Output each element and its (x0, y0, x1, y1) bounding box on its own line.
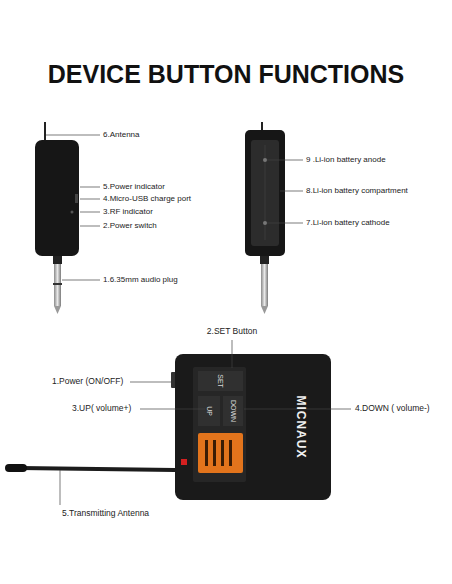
lcd-screen (198, 433, 243, 473)
anode-contact (263, 158, 267, 162)
callout-label: 2.Power switch (103, 221, 157, 230)
lcd-segments (205, 440, 232, 466)
leader-lines (46, 135, 100, 280)
control-panel (193, 367, 246, 482)
leader-lines (60, 340, 351, 505)
plug-collar (53, 256, 62, 264)
usb-port (75, 194, 78, 203)
page-title: DEVICE BUTTON FUNCTIONS (0, 60, 452, 89)
battery-compartment (251, 140, 279, 246)
callout-label: 8.Li-ion battery compartment (306, 186, 408, 195)
transmitting-antenna (20, 468, 175, 470)
callout-label: 1.6.35mm audio plug (103, 275, 178, 284)
plug-tip (54, 306, 61, 314)
antenna-wire (44, 122, 46, 142)
callout-label: 1.Power (ON/OFF) (52, 377, 123, 387)
rf-led (71, 211, 74, 214)
callout-label: 2.SET Button (207, 327, 257, 337)
down-key (223, 396, 243, 426)
callout-label: 6.Antenna (103, 130, 139, 139)
up-key (198, 396, 220, 426)
leader-lines (267, 160, 303, 223)
key-legend: DOWN (229, 400, 237, 422)
callout-label: 5.Power indicator (103, 182, 165, 191)
callout-label: 4.DOWN ( volume-) (355, 404, 430, 414)
key-legend: UP (205, 406, 213, 416)
cathode-contact (263, 221, 267, 225)
callout-label: 5.Transmitting Antenna (62, 509, 149, 519)
plug-ring (53, 283, 62, 285)
brand-name: MICNAUX (293, 395, 307, 458)
callout-label: 9 .Li-ion battery anode (306, 155, 386, 164)
receiver-body (245, 130, 285, 256)
callout-label: 7.Li-ion battery cathode (306, 218, 390, 227)
plug-tip (261, 306, 268, 314)
callout-label: 4.Micro-USB charge port (103, 194, 191, 203)
audio-plug (54, 264, 61, 306)
set-key (198, 371, 243, 391)
callout-label: 3.UP( volume+) (72, 404, 131, 414)
key-legend: SET (216, 374, 224, 388)
antenna-tip (5, 464, 27, 472)
callout-label: 3.RF indicator (103, 207, 153, 216)
plug-collar (260, 256, 269, 264)
receiver-body (35, 140, 79, 256)
transmitter-body (175, 354, 331, 500)
audio-plug (261, 264, 268, 306)
power-led (181, 459, 187, 465)
